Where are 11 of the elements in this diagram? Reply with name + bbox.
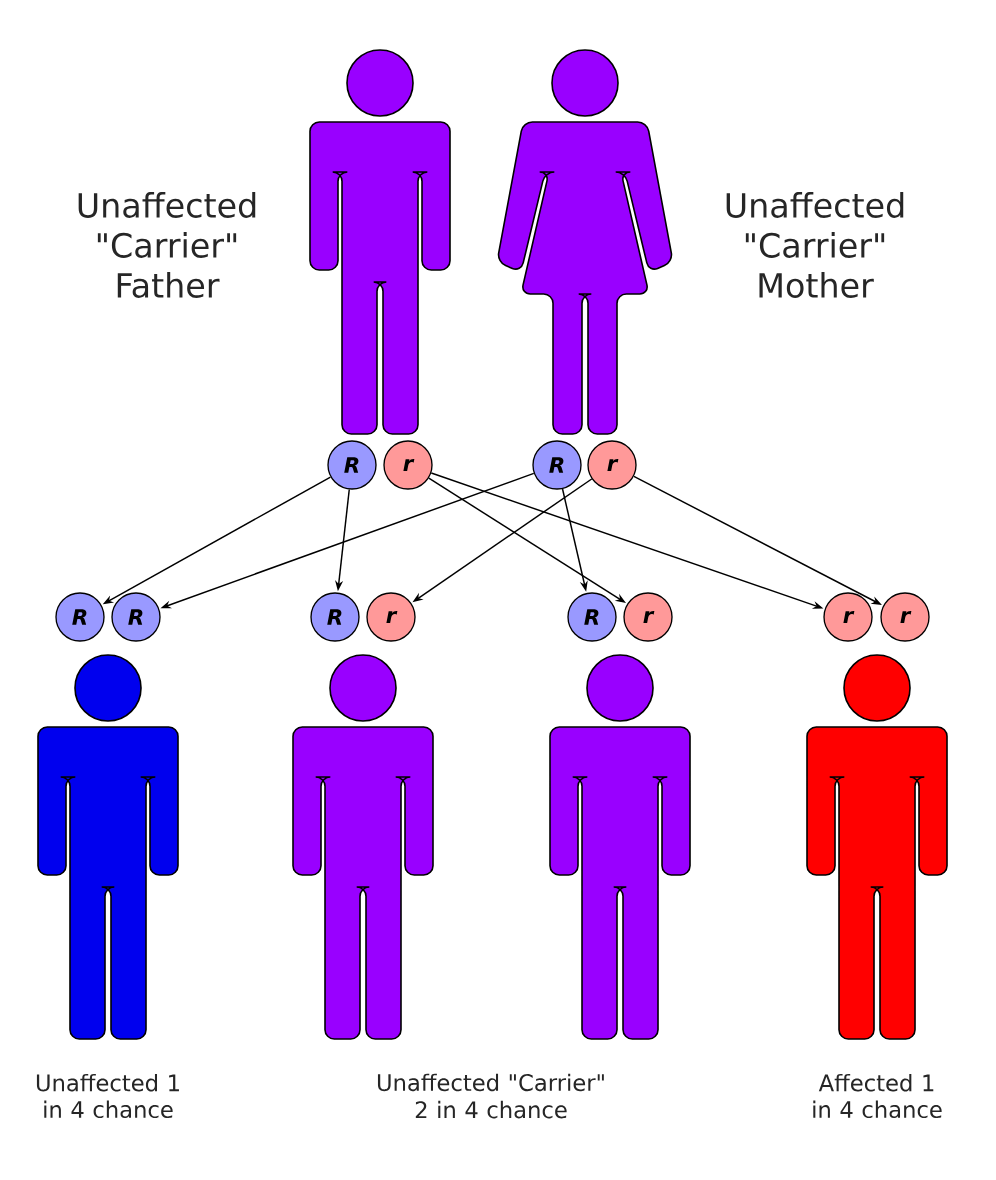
person-caption: Unaffected 1 in 4 chance xyxy=(36,1073,179,1119)
person-drawing xyxy=(497,49,673,435)
person-caption: Unaffected "Carrier" Father xyxy=(78,192,256,298)
person-drawing xyxy=(292,654,434,1040)
person-drawing xyxy=(37,654,179,1040)
group-caption: Unaffected "Carrier" 2 in 4 chance xyxy=(377,1073,604,1119)
person-drawing xyxy=(806,654,948,1040)
person-drawing xyxy=(549,654,691,1040)
person-caption: Affected 1 in 4 chance xyxy=(813,1073,942,1119)
person-caption: Unaffected "Carrier" Mother xyxy=(726,192,904,298)
person-drawing xyxy=(309,49,451,435)
